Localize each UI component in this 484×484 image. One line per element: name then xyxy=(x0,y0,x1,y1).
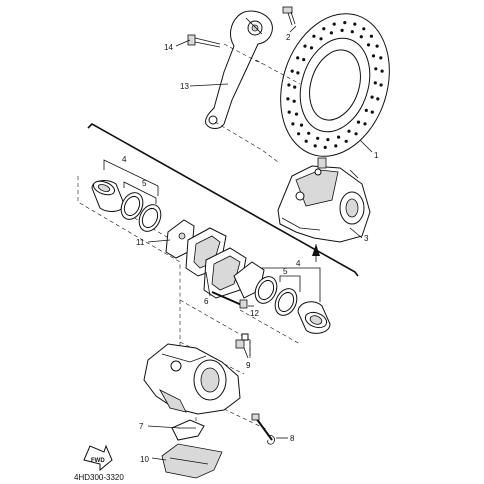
callout-labels: 1 2 3 4 5 4 5 6 7 8 9 10 11 12 13 14 xyxy=(122,33,379,464)
disc-hole xyxy=(376,97,380,101)
bracket-4-5-left xyxy=(103,159,159,204)
brake-pads xyxy=(185,227,265,299)
forward-arrow-label: FWD xyxy=(91,458,105,464)
disc-hole xyxy=(296,56,300,60)
disc-hole xyxy=(299,123,304,127)
disc-hole xyxy=(291,122,295,126)
piston-left xyxy=(91,180,125,212)
disc-hole xyxy=(290,69,294,73)
disc-hole xyxy=(292,99,296,103)
pad-spring xyxy=(171,419,205,441)
callout-14: 14 xyxy=(164,43,173,52)
disc-hole xyxy=(322,27,326,31)
disc-hole xyxy=(363,122,367,126)
callout-13: 13 xyxy=(180,82,189,91)
disc-hole xyxy=(332,22,336,26)
disc-hole xyxy=(287,110,291,114)
callout-4-right: 4 xyxy=(296,259,301,268)
disc-hole xyxy=(294,112,299,116)
disc-hole xyxy=(374,67,378,71)
torque-rod-bolt xyxy=(187,34,221,48)
pad-clip xyxy=(267,435,275,445)
callout-7: 7 xyxy=(139,422,144,431)
callout-6: 6 xyxy=(204,297,209,306)
disc-hole xyxy=(316,136,320,140)
disc-hole xyxy=(329,31,333,35)
disc-hole xyxy=(369,34,373,38)
disc-hole xyxy=(304,139,308,143)
disc-hole xyxy=(287,83,291,87)
disc-hole xyxy=(286,97,290,101)
disc-hole xyxy=(356,120,361,124)
disc-hole xyxy=(362,27,366,31)
disc-hole xyxy=(373,81,377,85)
disc-hole xyxy=(347,129,351,133)
disc-hole xyxy=(334,144,338,148)
disc-hole xyxy=(323,145,327,149)
piston-seals-right xyxy=(254,276,298,316)
disc-hole xyxy=(379,56,383,60)
disc-hole xyxy=(337,135,341,139)
disc-hole xyxy=(353,22,357,26)
callout-11: 11 xyxy=(136,238,145,247)
disc-hole xyxy=(359,35,363,39)
disc-hole xyxy=(364,108,368,112)
disc-hole xyxy=(375,44,379,48)
disc-hole xyxy=(380,69,384,73)
disc-hole xyxy=(312,34,316,38)
pad-pin xyxy=(211,291,248,309)
callout-4-left: 4 xyxy=(122,155,127,164)
disc-hole xyxy=(296,71,300,75)
disc-hole xyxy=(309,46,314,50)
disc-hole xyxy=(343,21,347,25)
caliper-assembly xyxy=(277,157,371,243)
disc-hole xyxy=(326,138,330,142)
disc-hole xyxy=(370,110,374,114)
disc-hole xyxy=(366,43,371,47)
bleed-screw xyxy=(235,333,249,359)
brake-disc xyxy=(280,13,390,157)
disc-hole xyxy=(371,54,376,58)
disc-hole xyxy=(307,131,311,135)
callout-12: 12 xyxy=(250,309,259,318)
caliper-body-lower xyxy=(143,343,241,415)
callout-5-right: 5 xyxy=(283,267,288,276)
callout-leaders xyxy=(147,25,373,461)
disc-bolt xyxy=(282,6,296,26)
caliper-cover xyxy=(161,443,223,479)
callout-3: 3 xyxy=(364,234,369,243)
section-separator xyxy=(87,123,359,277)
caliper-torque-rod xyxy=(205,10,273,129)
disc-hole xyxy=(354,132,358,136)
disc-hole xyxy=(302,58,306,62)
disc-hole xyxy=(319,37,323,41)
forward-arrow: FWD xyxy=(83,444,113,472)
callout-5-left: 5 xyxy=(142,179,147,188)
disc-hole xyxy=(379,83,383,87)
callout-10: 10 xyxy=(140,455,149,464)
callout-2: 2 xyxy=(286,33,291,42)
piston-seals-left xyxy=(120,192,162,232)
disc-hole xyxy=(297,132,301,136)
callout-8: 8 xyxy=(290,434,295,443)
diagram-code: 4HD300-3320 xyxy=(74,473,124,482)
disc-hole xyxy=(303,44,307,48)
disc-hole xyxy=(293,85,297,89)
callout-9: 9 xyxy=(246,361,251,370)
disc-hole xyxy=(350,30,354,34)
disc-hole xyxy=(370,95,374,99)
disc-hole xyxy=(340,28,344,32)
caliper-bolt xyxy=(251,413,273,441)
callout-1: 1 xyxy=(374,151,379,160)
disc-hole xyxy=(344,139,348,143)
piston-right xyxy=(297,301,331,334)
disc-hole xyxy=(313,144,317,148)
